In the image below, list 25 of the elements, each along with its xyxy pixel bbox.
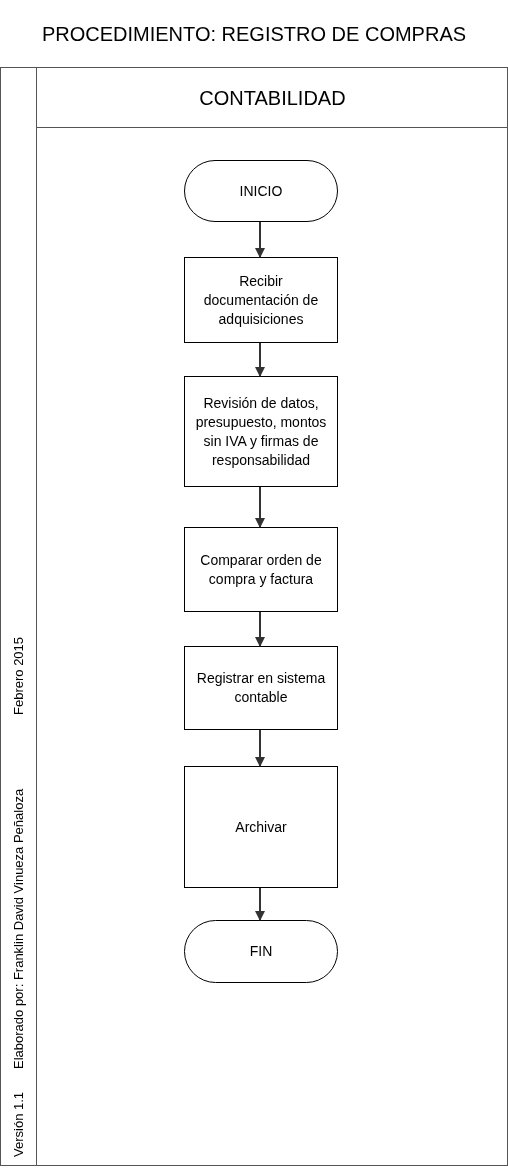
arrow bbox=[255, 611, 265, 647]
side-note: Versión 1.1 bbox=[10, 1090, 27, 1157]
process-label: Revisión de datos, presupuesto, montos sin IVA y firmas de responsabilidad bbox=[194, 393, 328, 470]
arrow bbox=[255, 729, 265, 767]
process-box bbox=[184, 646, 338, 730]
side-note: Elaborado por: Franklin David Vinueza Peñaloza bbox=[10, 787, 27, 1069]
terminator-label: INICIO bbox=[239, 181, 283, 201]
process-label: Archivar bbox=[235, 817, 287, 837]
process-label: Registrar en sistema contable bbox=[195, 669, 327, 707]
terminator-label: FIN bbox=[249, 942, 273, 961]
arrow bbox=[255, 486, 265, 528]
lane-title: CONTABILIDAD bbox=[199, 85, 346, 111]
process-box bbox=[184, 766, 338, 888]
side-note: Febrero 2015 bbox=[10, 635, 27, 715]
arrow bbox=[255, 221, 265, 258]
arrow bbox=[255, 887, 265, 921]
process-box bbox=[184, 376, 338, 487]
process-label: Recibir documentación de adquisiciones bbox=[202, 271, 320, 329]
arrow bbox=[255, 342, 265, 377]
process-box bbox=[184, 527, 338, 612]
process-label: Comparar orden de compra y factura bbox=[199, 550, 323, 589]
title-band bbox=[0, 0, 508, 68]
swimlane bbox=[36, 68, 508, 1166]
title-text: PROCEDIMIENTO: REGISTRO DE COMPRAS bbox=[41, 21, 467, 47]
process-box bbox=[184, 257, 338, 343]
